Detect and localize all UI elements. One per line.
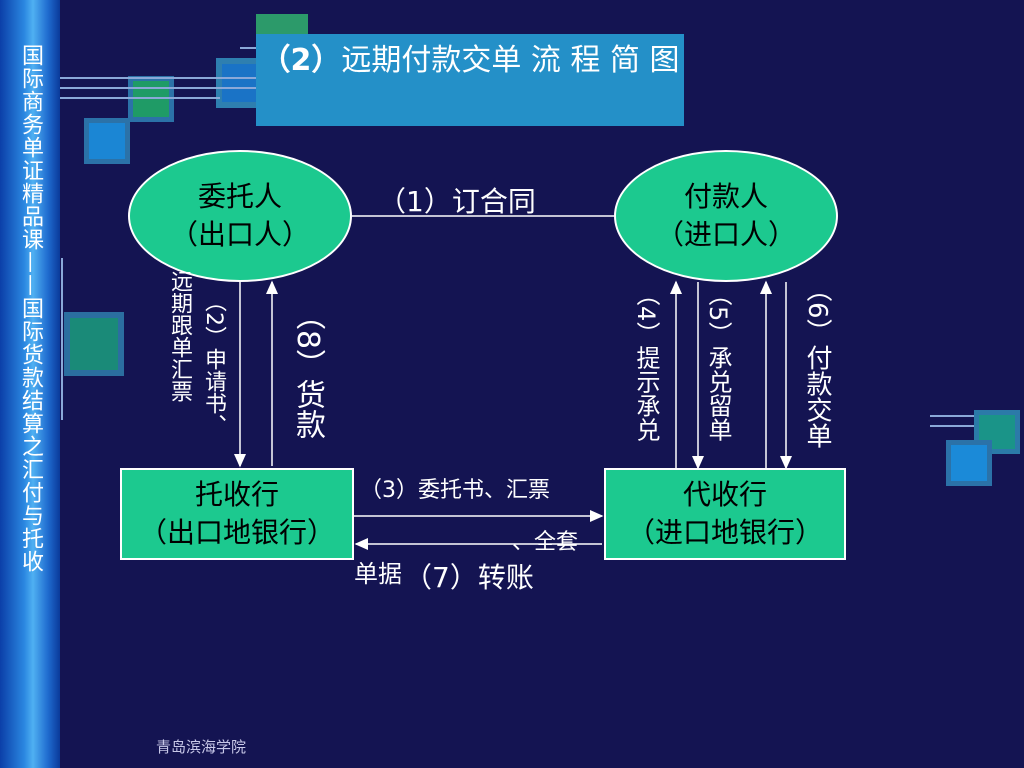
deco-square [946, 440, 992, 486]
deco-square [84, 118, 130, 164]
node-payer-name: 付款人 [683, 180, 768, 213]
node-collecting-bank-role: （进口地银行） [626, 516, 823, 549]
page-title: （2）远期付款交单 流 程 简 图 [256, 34, 684, 126]
node-remitting-bank-role: （出口地银行） [138, 516, 335, 549]
title-text: 远期付款交单 流 程 简 图 [341, 43, 680, 78]
step-5-label: （5）承兑留单 [704, 282, 732, 442]
step-4-label: （4）提示承兑 [632, 282, 660, 442]
node-collecting-bank: 代收行 （进口地银行） [604, 468, 846, 560]
footer-institution: 青岛滨海学院 [156, 738, 247, 756]
node-principal: 委托人 （出口人） [128, 150, 352, 282]
node-payer: 付款人 （进口人） [614, 150, 838, 282]
step-2-label-cont: 远期跟单汇票 [167, 270, 192, 402]
step-8-label: （8）货款 [290, 300, 325, 440]
node-collecting-bank-name: 代收行 [682, 478, 767, 511]
step-6-label: （6）付款交单 [802, 276, 832, 449]
node-principal-role: （出口人） [169, 218, 310, 251]
step-3-label-cont: 、全套 [512, 530, 579, 555]
step-2-label: （2）申请书、 [201, 290, 226, 436]
step-3-label: （3）委托书、汇票 [360, 478, 550, 503]
node-principal-name: 委托人 [197, 180, 282, 213]
sidebar: 国际商务单证精品课——国际货款结算之汇付与托收 [0, 0, 60, 768]
step-1-label: （1）订合同 [378, 185, 536, 218]
node-payer-role: （进口人） [655, 218, 796, 251]
sidebar-title: 国际商务单证精品课——国际货款结算之汇付与托收 [18, 44, 43, 573]
title-number: （2） [260, 43, 342, 78]
deco-square [64, 312, 124, 376]
step-7-label: （7）转账 [404, 561, 534, 594]
step-3-label-end: 单据 [354, 560, 402, 588]
node-remitting-bank: 托收行 （出口地银行） [120, 468, 354, 560]
node-remitting-bank-name: 托收行 [194, 478, 279, 511]
